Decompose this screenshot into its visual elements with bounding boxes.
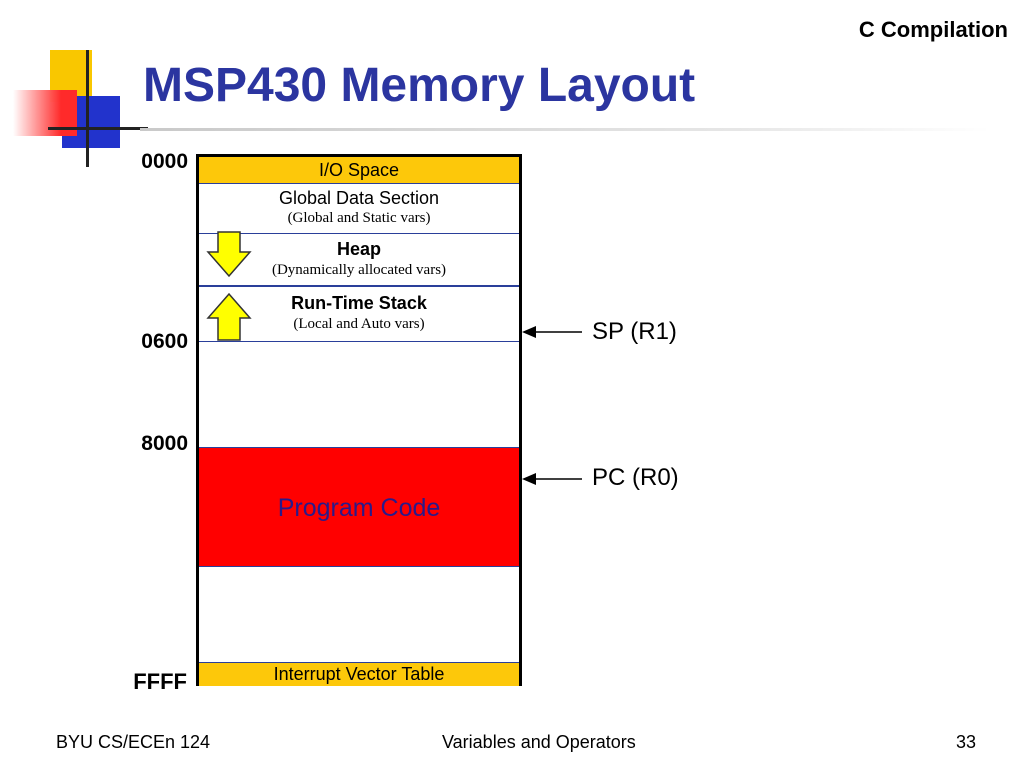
global-data-title: Global Data Section [278,188,440,208]
heap-growth-down-arrow-icon [206,231,252,278]
address-0600: 0600 [141,330,188,353]
address-8000: 8000 [141,432,188,455]
ivt-label: Interrupt Vector Table [273,664,445,684]
stack-title: Run-Time Stack [291,293,427,313]
global-data-subtitle: (Global and Static vars) [287,210,431,226]
slide-title: MSP430 Memory Layout [143,59,696,112]
io-space-label: I/O Space [318,160,400,180]
sp-pointer-arrow-icon [522,326,582,338]
program-code-label: Program Code [277,494,441,522]
pc-label: PC (R0) [592,464,679,491]
region-run-time-stack: Run-Time Stack (Local and Auto vars) [199,287,519,342]
footer-topic: Variables and Operators [442,732,636,752]
address-0000: 0000 [141,150,188,173]
pc-pointer-arrow-icon [522,473,582,485]
heap-subtitle: (Dynamically allocated vars) [271,262,447,278]
sp-label: SP (R1) [592,318,677,345]
region-global-data: Global Data Section (Global and Static v… [199,184,519,234]
title-underline [140,128,990,131]
region-interrupt-vector-table: Interrupt Vector Table [199,662,519,686]
memory-map: I/O Space Global Data Section (Global an… [196,154,522,686]
heap-title: Heap [336,239,381,259]
address-ffff: FFFF [133,669,187,694]
page-number: 33 [955,732,976,752]
region-io-space: I/O Space [199,157,519,184]
region-heap: Heap (Dynamically allocated vars) [199,234,519,287]
footer-course: BYU CS/ECEn 124 [56,732,211,752]
corner-decoration-horizontal-line [48,127,148,130]
region-program-code: Program Code [199,447,519,567]
section-label: C Compilation [858,17,1008,42]
corner-decoration-vertical-line [86,50,89,167]
stack-growth-up-arrow-icon [206,292,252,341]
stack-subtitle: (Local and Auto vars) [293,316,425,332]
